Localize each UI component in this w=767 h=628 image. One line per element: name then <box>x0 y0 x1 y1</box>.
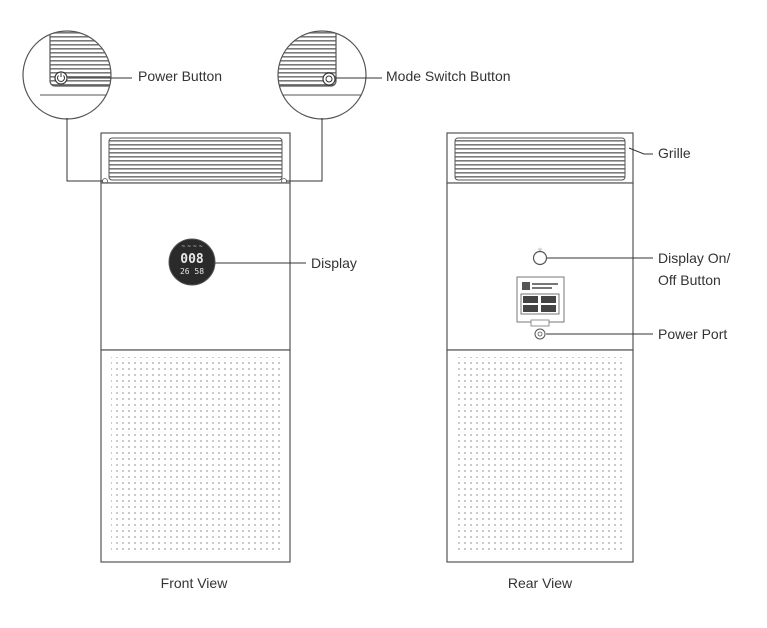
display-toggle-icon[interactable]: ☼ <box>532 247 548 266</box>
rear-view-caption: Rear View <box>508 575 573 591</box>
front-grille <box>108 137 283 181</box>
display-onoff-label-line1: Display On/ <box>658 250 730 266</box>
front-leader-lines <box>66 77 382 264</box>
mode-switch-zoom <box>277 30 367 120</box>
front-display: ~ ~ ~ ~ 008 26 58 <box>168 238 216 286</box>
svg-text:☼: ☼ <box>537 247 543 254</box>
rear-leader-lines <box>546 147 653 335</box>
rear-product-label <box>516 276 565 327</box>
display-label: Display <box>311 255 357 271</box>
rear-grille <box>454 137 626 181</box>
front-perforation <box>111 357 280 554</box>
mode-switch-button-label: Mode Switch Button <box>386 68 511 84</box>
power-port-icon[interactable] <box>534 328 546 340</box>
mode-switch-icon[interactable] <box>322 72 336 86</box>
svg-text:~ ~ ~ ~: ~ ~ ~ ~ <box>181 244 203 250</box>
power-button-label: Power Button <box>138 68 222 84</box>
power-button-zoom <box>22 30 112 120</box>
display-sub-readout: 26 58 <box>180 267 204 276</box>
display-main-readout: 008 <box>180 252 204 267</box>
power-icon[interactable] <box>54 71 68 85</box>
grille-label: Grille <box>658 145 691 161</box>
display-onoff-label-line2: Off Button <box>658 272 721 288</box>
rear-perforation <box>457 357 623 554</box>
front-view: ~ ~ ~ ~ 008 26 58 Front View <box>100 132 291 591</box>
front-view-caption: Front View <box>161 575 229 591</box>
power-port-label: Power Port <box>658 326 727 342</box>
rear-view: ☼ Rear View <box>446 132 634 591</box>
